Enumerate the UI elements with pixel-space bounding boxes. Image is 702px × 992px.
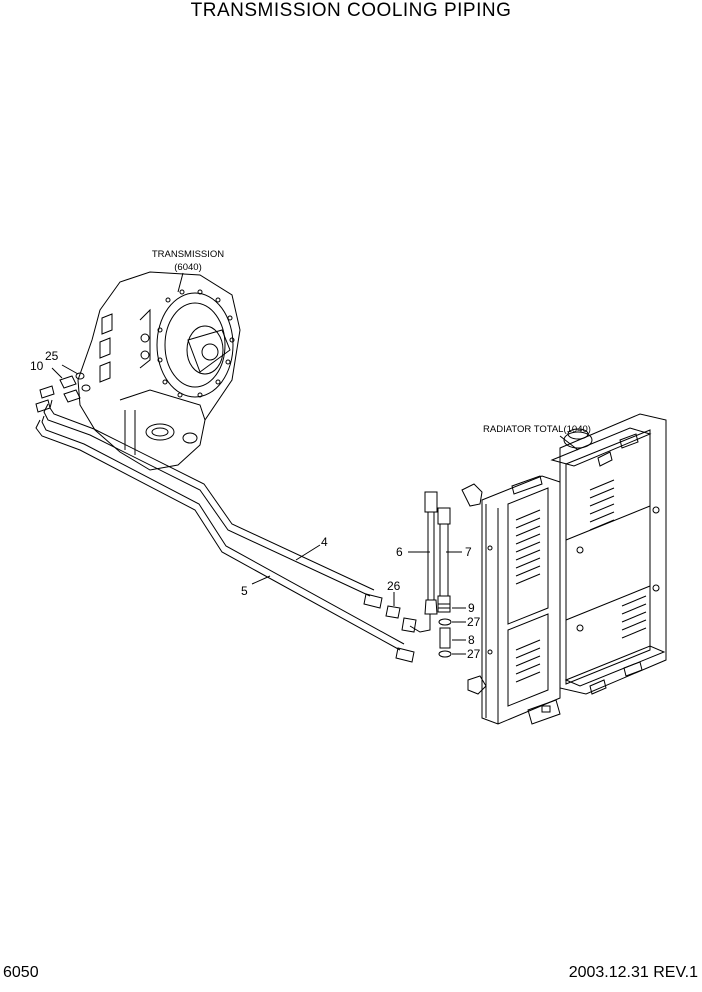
transmission-assembly: TRANSMISSION (6040) (77, 249, 241, 471)
page-title: TRANSMISSION COOLING PIPING (190, 0, 512, 21)
hoses-6-7 (385, 483, 487, 695)
callout-leaders (251, 544, 466, 655)
radiator-assembly: RADIATOR TOTAL(1040) (481, 413, 667, 725)
callout-26: 26 (387, 579, 401, 593)
callout-27-lower: 27 (467, 647, 481, 661)
callout-6: 6 (396, 545, 403, 559)
callout-10: 10 (30, 359, 44, 373)
callout-4: 4 (321, 535, 328, 549)
callout-8: 8 (468, 633, 475, 647)
cooling-pipes (35, 385, 415, 663)
callout-9: 9 (468, 601, 475, 615)
callout-5: 5 (241, 584, 248, 598)
transmission-ref: (6040) (174, 262, 201, 273)
page-number: 6050 (3, 964, 39, 981)
callout-25: 25 (45, 349, 59, 363)
revision-date: 2003.12.31 REV.1 (568, 964, 698, 981)
callout-27-upper: 27 (467, 615, 481, 629)
callout-7: 7 (465, 545, 472, 559)
fittings-25-10 (51, 364, 91, 403)
transmission-label: TRANSMISSION (152, 249, 224, 260)
radiator-label: RADIATOR TOTAL(1040) (483, 424, 591, 435)
